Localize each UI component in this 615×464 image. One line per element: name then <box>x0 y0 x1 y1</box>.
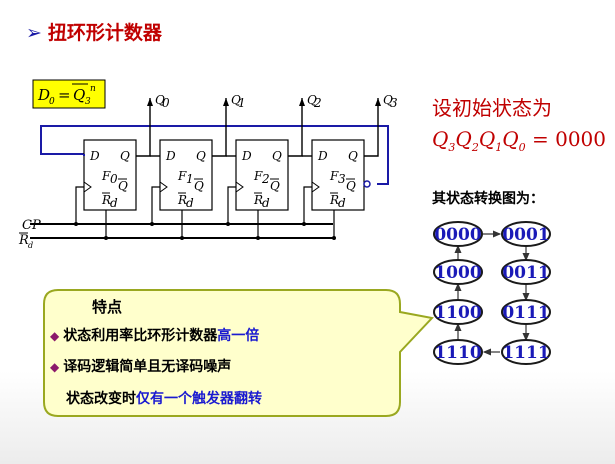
state-label: 1000 <box>434 263 481 283</box>
output-q: Q <box>383 93 393 107</box>
svg-text:3: 3 <box>390 96 398 110</box>
state-label: 1111 <box>502 343 549 363</box>
svg-text:d: d <box>186 196 194 210</box>
ff-sub: 2 <box>261 172 270 186</box>
state-label: 1100 <box>434 303 481 323</box>
state-node <box>501 339 551 365</box>
feature-3: 状态改变时仅有一个触发器翻转 <box>66 391 262 407</box>
init-value: = 0000 <box>531 127 606 151</box>
output-q: Q <box>231 93 241 107</box>
svg-text:n: n <box>90 84 96 94</box>
state-node <box>433 221 483 247</box>
pin-qbar: Q <box>118 179 128 193</box>
ff-sub: 0 <box>110 172 118 186</box>
ff-name: F <box>101 169 111 183</box>
state-node <box>501 259 551 285</box>
state-label: 0001 <box>502 225 549 245</box>
diamond-icon: ◆ <box>50 329 60 343</box>
init-equation: Q3Q2Q1Q0 = 0000 <box>432 127 606 154</box>
state-diagram-title: 其状态转换图为： <box>432 191 544 207</box>
state-node <box>433 259 483 285</box>
pin-rd: R <box>177 193 187 207</box>
callout-heading: 特点 <box>92 298 123 316</box>
pin-q: Q <box>348 149 358 163</box>
svg-text:0: 0 <box>49 97 55 107</box>
output-q: Q <box>307 93 317 107</box>
page-title: ➢扭环形计数器 <box>26 18 162 45</box>
state-label: 1110 <box>434 343 481 363</box>
output-q: Q <box>155 93 165 107</box>
svg-text:d: d <box>262 196 270 210</box>
state-label: 0000 <box>434 225 481 245</box>
flipflop-2 <box>235 139 289 211</box>
svg-text:Q: Q <box>73 86 85 104</box>
title-text: 扭环形计数器 <box>47 22 162 44</box>
pin-rd: R <box>101 193 111 207</box>
feature-2: ◆译码逻辑简单且无译码噪声 <box>50 359 232 375</box>
pin-qbar: Q <box>346 179 356 193</box>
pin-q: Q <box>272 149 282 163</box>
feedback-wire <box>40 125 389 185</box>
pin-d: D <box>317 149 328 163</box>
svg-text:1: 1 <box>238 96 246 110</box>
pin-q: Q <box>196 149 206 163</box>
rd-label: R <box>18 233 29 248</box>
svg-text:d: d <box>110 196 118 210</box>
svg-text:0: 0 <box>162 96 170 110</box>
ff-sub: 1 <box>186 172 194 186</box>
features-callout: 特点 ◆状态利用率比环形计数器高一倍 ◆译码逻辑简单且无译码噪声 状态改变时仅有… <box>42 288 398 416</box>
feature-1: ◆状态利用率比环形计数器高一倍 <box>50 328 260 344</box>
cp-label: CP <box>22 218 41 233</box>
pin-d: D <box>165 149 176 163</box>
svg-text:D: D <box>37 86 50 104</box>
pin-qbar: Q <box>194 179 204 193</box>
pin-q: Q <box>120 149 130 163</box>
equation-box <box>32 79 106 109</box>
flipflop-0 <box>83 139 137 211</box>
rd-sub: d <box>28 241 33 250</box>
pin-d: D <box>89 149 100 163</box>
svg-text:=: = <box>58 86 71 104</box>
state-node <box>433 299 483 325</box>
equation-text: D 0 = Q 3 n <box>37 83 96 107</box>
pin-rd: R <box>253 193 263 207</box>
svg-text:3: 3 <box>85 97 91 107</box>
arrow-icon: ➢ <box>26 22 42 44</box>
pin-qbar: Q <box>270 179 280 193</box>
state-node <box>501 299 551 325</box>
state-node <box>433 339 483 365</box>
pin-rd: R <box>329 193 339 207</box>
ff-name: F <box>253 169 263 183</box>
flipflop-1 <box>159 139 213 211</box>
pin-d: D <box>241 149 252 163</box>
diamond-icon: ◆ <box>50 360 60 374</box>
flipflop-3 <box>311 139 365 211</box>
ff-name: F <box>177 169 187 183</box>
ff-sub: 3 <box>338 172 346 186</box>
ff-name: F <box>329 169 339 183</box>
svg-text:2: 2 <box>313 96 322 110</box>
state-label: 0111 <box>502 303 549 323</box>
init-label: 设初始状态为 <box>432 96 552 120</box>
state-node <box>501 221 551 247</box>
state-diagram: 0000 0001 0011 0111 1111 1110 1100 1000 <box>433 221 551 365</box>
state-label: 0011 <box>502 263 549 283</box>
svg-text:d: d <box>338 196 346 210</box>
